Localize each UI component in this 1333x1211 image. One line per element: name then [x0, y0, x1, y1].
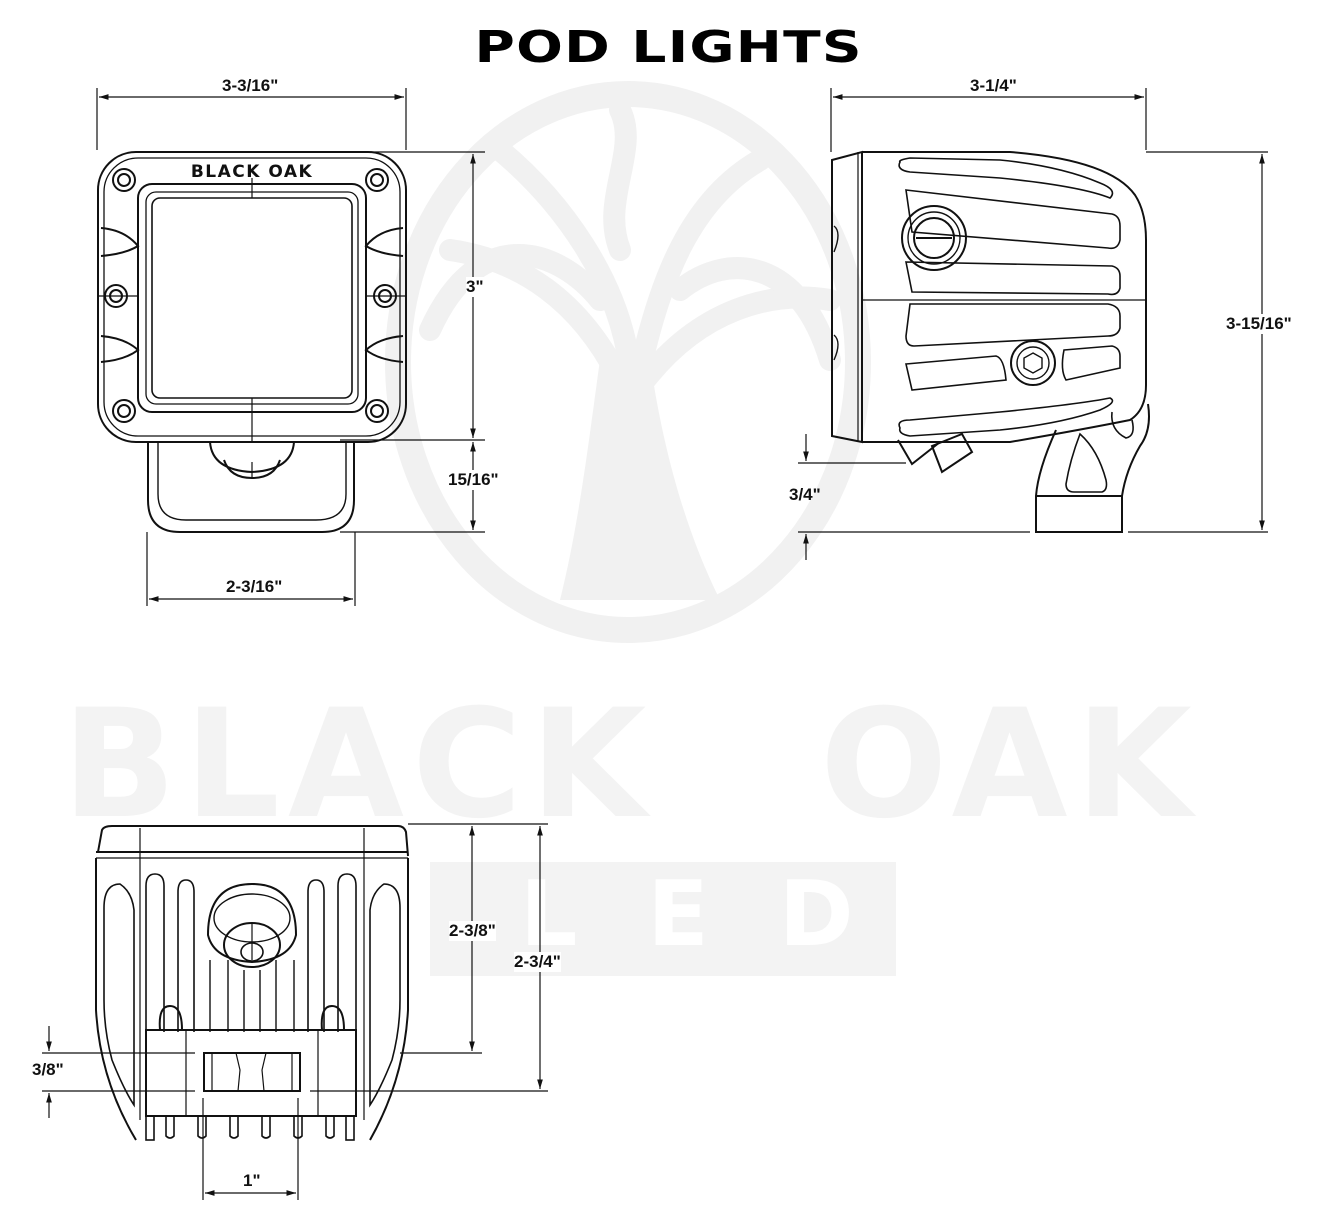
- front-view: [97, 151, 407, 533]
- dim-rear-slot-width: 1": [243, 1171, 261, 1190]
- bezel-bolts: [104, 168, 397, 423]
- dim-front-height: 3": [466, 277, 484, 297]
- dim-rear-slot-height: 3/8": [32, 1060, 64, 1079]
- watermark-black: BLACK: [62, 678, 655, 852]
- dim-bracket-width: 2-3/16": [226, 577, 283, 596]
- dim-front-width: 3-3/16": [222, 76, 279, 95]
- watermark-led: LED: [520, 862, 924, 967]
- watermark-oak: OAK: [820, 678, 1200, 852]
- page-title: POD LIGHTS: [474, 22, 863, 73]
- dim-side-depth: 3-1/4": [970, 76, 1017, 95]
- dim-bracket-height: 15/16": [448, 470, 499, 490]
- rear-view: [95, 825, 409, 1141]
- dim-rear-overall-height: 2-3/4": [514, 952, 561, 972]
- dim-side-mount-offset: 3/4": [789, 485, 821, 504]
- rear-dimension-lines: [42, 823, 548, 1200]
- side-view: [831, 150, 1150, 533]
- side-dimension-lines: [798, 88, 1268, 560]
- dim-side-total-height: 3-15/16": [1226, 314, 1292, 334]
- bezel-brand-text: BLACK OAK: [191, 162, 313, 182]
- watermark-led-block: [430, 862, 896, 976]
- dim-rear-housing-height: 2-3/8": [449, 921, 496, 941]
